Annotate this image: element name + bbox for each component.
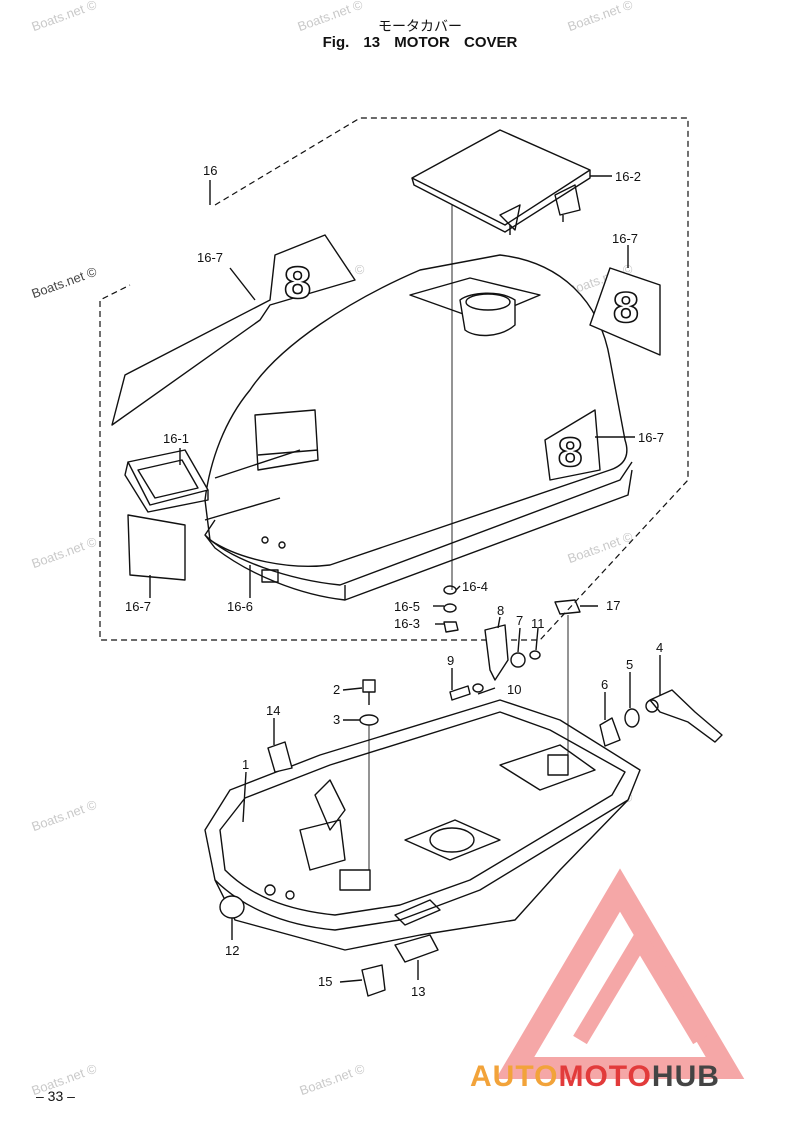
hose-grommet [361, 964, 386, 997]
callout-11: 11 [531, 616, 545, 631]
cable-grommet [394, 934, 439, 963]
bolt [362, 679, 376, 693]
access-lid [411, 129, 591, 235]
callout-16-2: 16-2 [615, 169, 641, 184]
nut [510, 652, 526, 668]
callout-7: 7 [516, 613, 523, 628]
callout-16: 16 [203, 163, 217, 178]
washer [472, 683, 484, 693]
callout-1: 1 [242, 757, 249, 772]
callout-16-7: 16-7 [638, 430, 664, 445]
callout-12: 12 [225, 943, 239, 958]
top-cover [204, 254, 633, 601]
callout-10: 10 [507, 682, 521, 697]
bushing [267, 741, 293, 773]
callout-16-7: 16-7 [197, 250, 223, 265]
brand-part-moto: MOTO [558, 1060, 652, 1093]
callout-16-4: 16-4 [462, 579, 488, 594]
figure-title-japanese: モータカバー [378, 19, 462, 35]
callout-16-3: 16-3 [394, 616, 420, 631]
cover-lock-lever [649, 689, 723, 743]
drain-plug [219, 895, 245, 919]
callout-16-1: 16-1 [163, 431, 189, 446]
callout-17: 17 [606, 598, 620, 613]
bottom-cover [204, 699, 641, 951]
nut [443, 621, 459, 633]
washer [624, 708, 640, 728]
callout-13: 13 [411, 984, 425, 999]
callout-2: 2 [333, 682, 340, 697]
callout-4: 4 [656, 640, 663, 655]
label-tag [554, 599, 581, 615]
callout-6: 6 [601, 677, 608, 692]
number-decal [589, 267, 661, 356]
grommet [443, 603, 457, 613]
brand-part-auto: AUTO [470, 1060, 559, 1093]
assembly-16-outline [99, 117, 689, 641]
window-frame [124, 449, 209, 513]
collar [599, 717, 621, 747]
bolt [449, 685, 471, 701]
decal-number-8: 8 [283, 259, 312, 308]
callout-16-7: 16-7 [612, 231, 638, 246]
callout-8: 8 [497, 603, 504, 618]
decal-number-8: 8 [557, 431, 583, 475]
page-number: – 33 – [36, 1088, 75, 1104]
side-stripe-decal [111, 234, 356, 426]
grommet [359, 714, 379, 726]
lock-bracket [484, 624, 509, 681]
brand-logo-mark [495, 868, 745, 1079]
callout-16-7: 16-7 [125, 599, 151, 614]
figure-number: Fig. 13 [322, 34, 381, 51]
callout-3: 3 [333, 712, 340, 727]
callout-5: 5 [626, 657, 633, 672]
decal-number-8: 8 [612, 286, 640, 332]
callout-15: 15 [318, 974, 332, 989]
number-decal [127, 514, 186, 581]
callout-16-5: 16-5 [394, 599, 420, 614]
callout-9: 9 [447, 653, 454, 668]
washer [443, 585, 457, 595]
figure-title-english: MOTOR COVER [394, 34, 518, 51]
brand-wordmark: AUTOMOTOHUB [470, 1060, 720, 1094]
callout-16-6: 16-6 [227, 599, 253, 614]
figure-title: Fig. 13 MOTOR COVER [0, 34, 800, 51]
brand-part-hub: HUB [651, 1060, 720, 1093]
callout-14: 14 [266, 703, 280, 718]
washer [529, 650, 541, 660]
